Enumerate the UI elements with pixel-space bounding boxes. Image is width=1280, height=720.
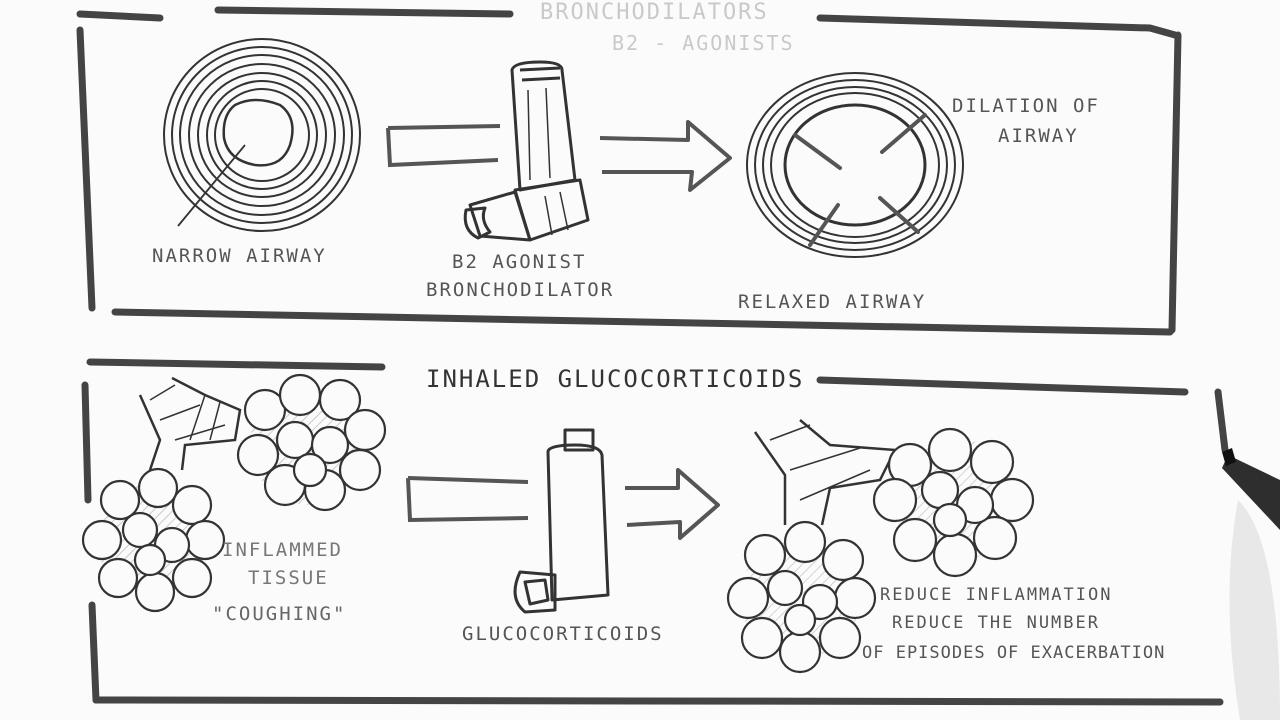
inflamed-bronchiole-icon [140,378,240,470]
healthy-bronchiole-icon [755,420,895,525]
bottom-panel-title: INHALED GLUCOCORTICOIDS [426,366,804,394]
relaxed-airway-label: RELAXED AIRWAY [738,292,926,314]
reduce-inflammation-label: REDUCE INFLAMMATION [880,586,1112,606]
b2-agonist-label: B2 AGONIST [452,252,586,274]
coughing-label: "COUGHING" [212,604,346,626]
exacerbation-label: OF EPISODES OF EXACERBATION [862,644,1165,664]
relaxed-airway-icon [747,73,963,257]
inflamed-tissue-cluster-icon [238,375,385,510]
healthy-tissue-cluster-icon [874,429,1033,576]
top-panel-title: BRONCHODILATORS [540,0,769,25]
marker-pen-icon [1222,448,1280,720]
b2-inhaler-icon [465,62,588,240]
dilation-airway-label: AIRWAY [998,126,1079,148]
arrow-to-relaxed-icon [600,122,730,190]
healthy-tissue-cluster-2-icon [728,522,875,672]
dilation-label: DILATION OF [952,96,1100,118]
reduce-number-label: REDUCE THE NUMBER [892,614,1100,634]
inflamed-tissue-cluster-2-icon [83,469,224,611]
bronchodilator-label: BRONCHODILATOR [426,280,614,302]
inflamed-label: INFLAMMED [222,540,343,562]
arrow-to-recovered-icon [625,470,718,538]
tissue-label: TISSUE [248,568,329,590]
glucocorticoids-label: GLUCOCORTICOIDS [462,624,664,646]
glucocorticoid-inhaler-icon [515,430,608,612]
arrow-to-inhaler-icon [388,126,500,165]
narrow-airway-label: NARROW AIRWAY [152,246,327,268]
arrow-to-glucocorticoid-icon [408,478,528,520]
narrow-airway-icon [164,39,360,231]
top-panel-subtitle: B2 - AGONISTS [612,32,795,55]
